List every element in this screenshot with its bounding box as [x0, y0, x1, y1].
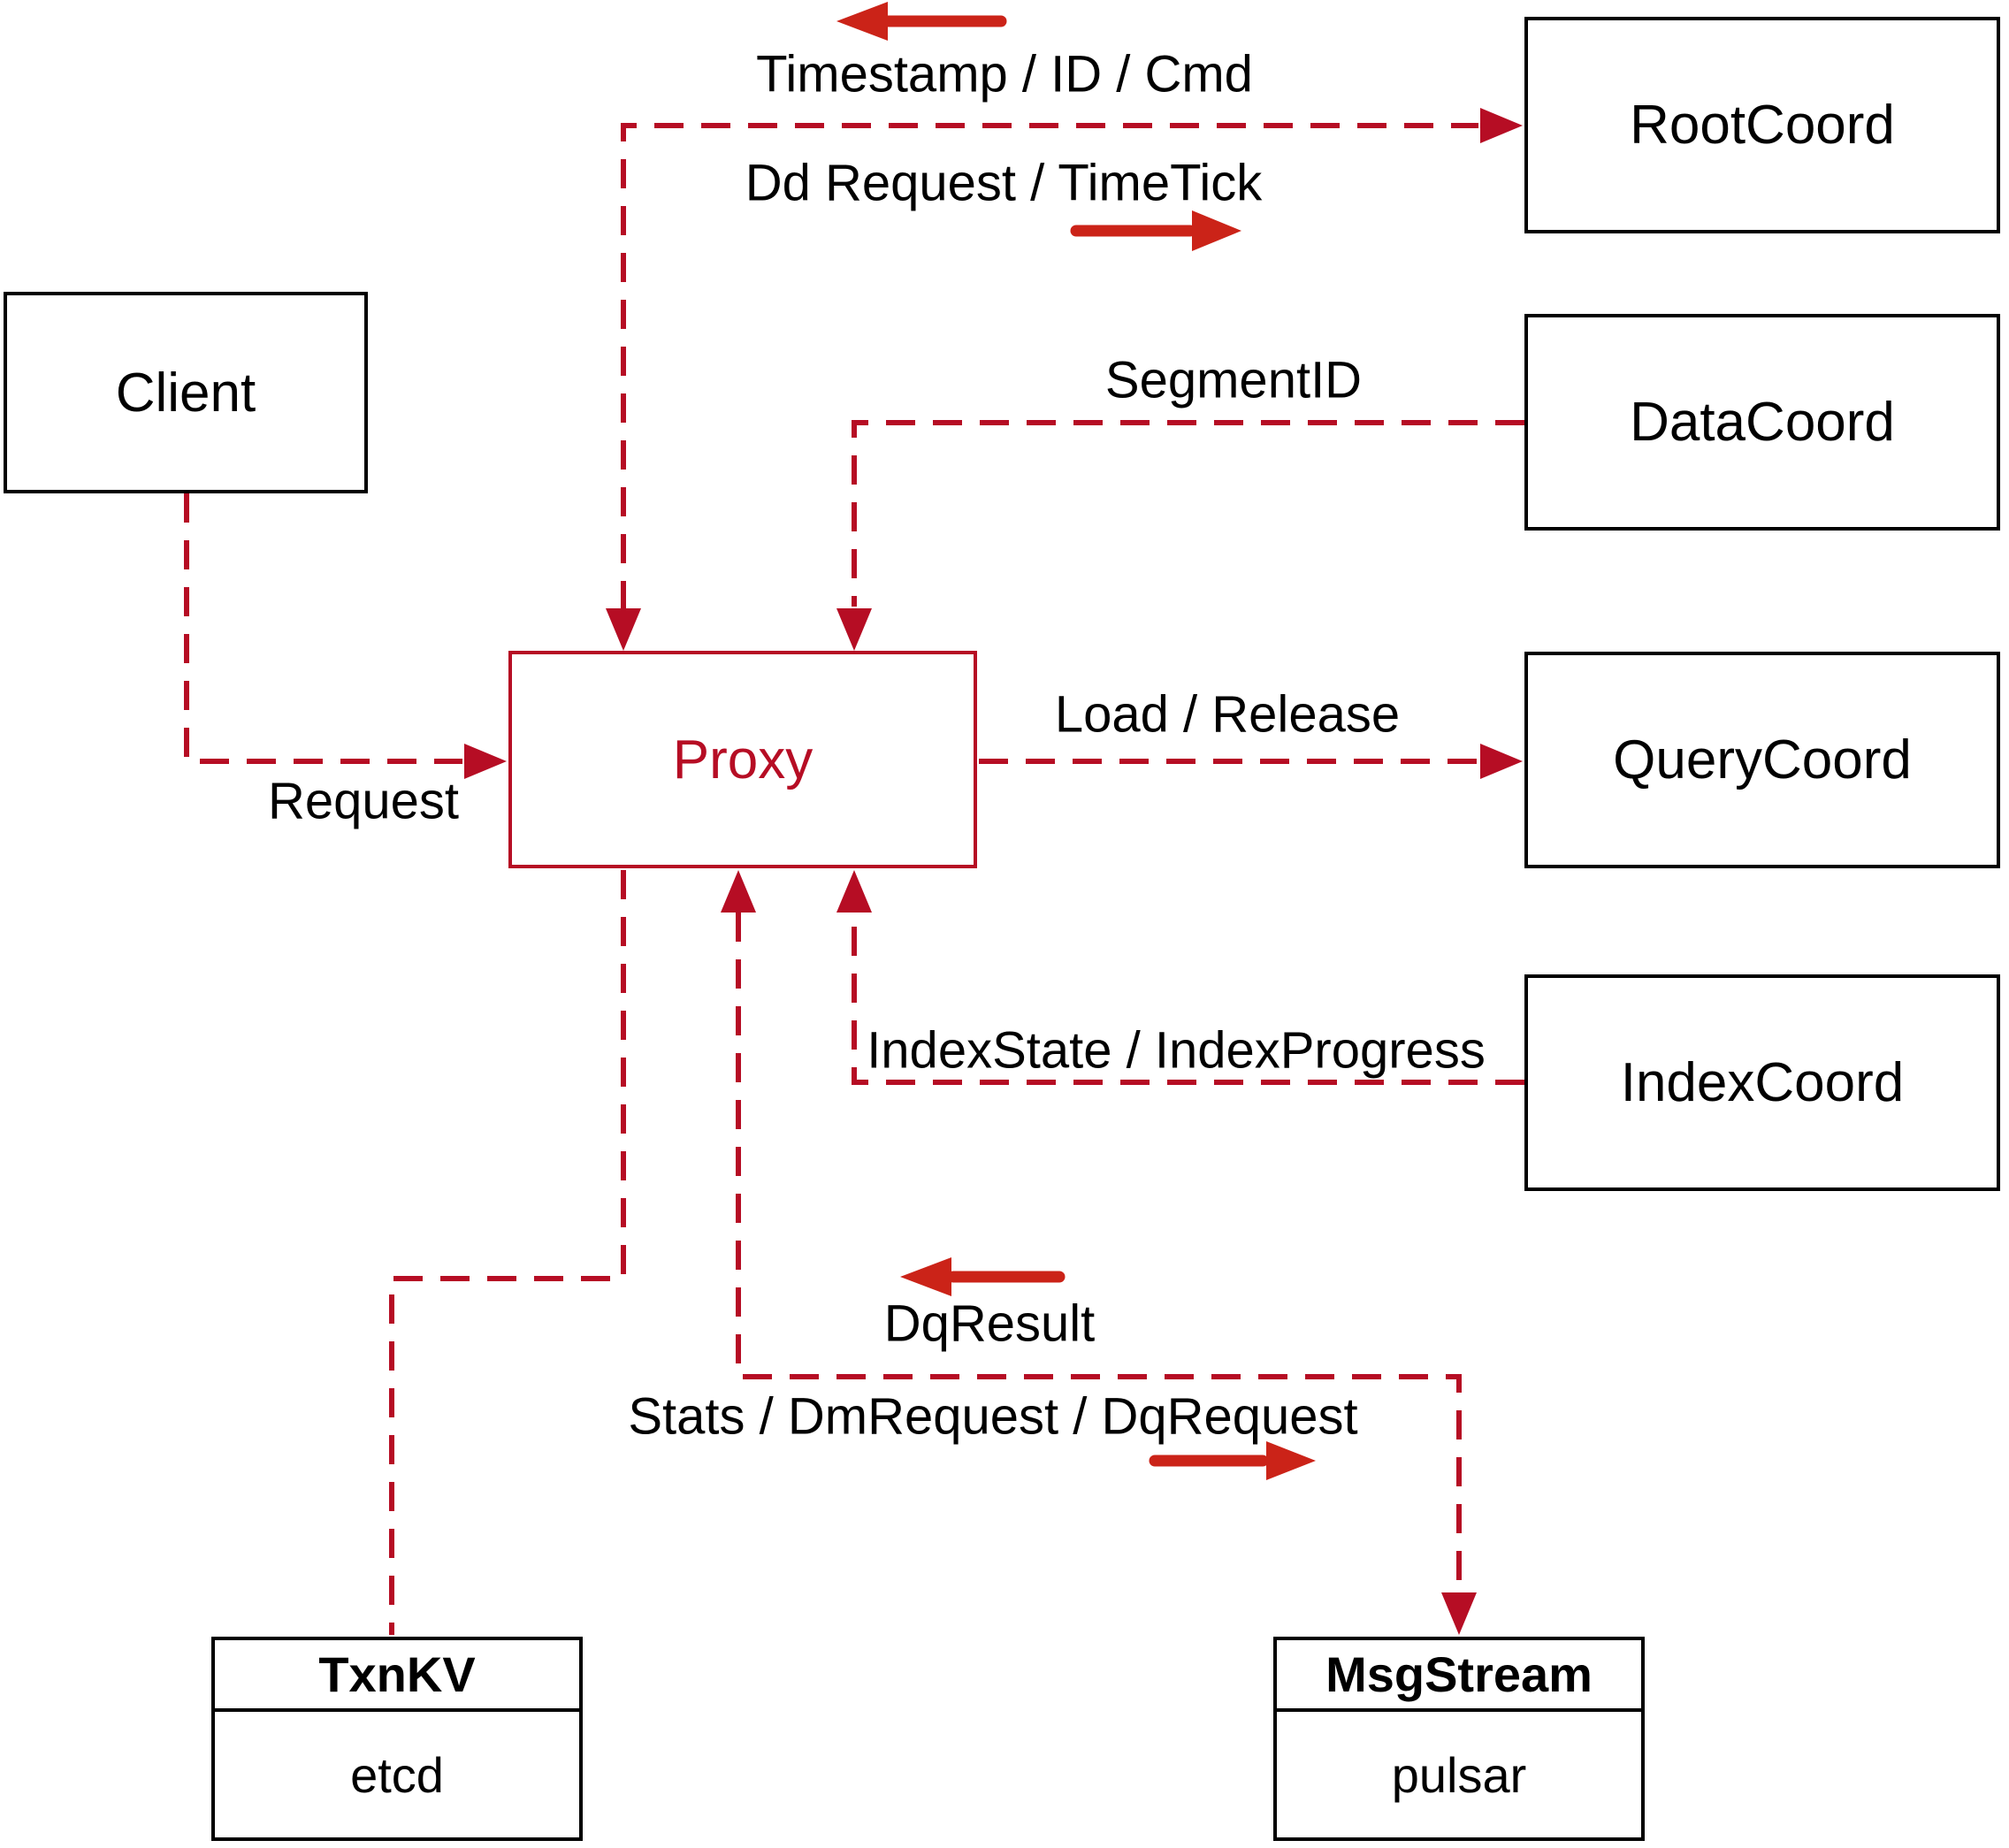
- edge-label-timestamp-id-cmd: Timestamp / ID / Cmd: [756, 45, 1253, 103]
- arrowhead-into-msgstream-icon: [1441, 1592, 1477, 1635]
- edge-datacoord-proxy: [836, 420, 1524, 651]
- node-proxy: Proxy: [508, 651, 977, 868]
- edge-label-load-release: Load / Release: [1054, 685, 1401, 744]
- node-txnkv: TxnKV etcd: [211, 1637, 583, 1841]
- timestamp-direction-left-arrow-icon: [836, 2, 1007, 41]
- edge-proxy-querycoord: [979, 744, 1523, 779]
- edge-label-stats-dm-dq: Stats / DmRequest / DqRequest: [628, 1387, 1358, 1446]
- dq-result-direction-left-arrow-icon: [900, 1257, 1066, 1296]
- node-indexcoord: IndexCoord: [1524, 974, 2000, 1191]
- msgstream-title: MsgStream: [1277, 1640, 1641, 1712]
- stats-direction-right-arrow-icon: [1149, 1441, 1316, 1480]
- arrowhead-into-proxy-bottom-middle-icon: [721, 870, 756, 913]
- msgstream-impl: pulsar: [1391, 1746, 1527, 1803]
- edge-proxy-txnkv: [389, 870, 626, 1635]
- node-client: Client: [4, 292, 368, 493]
- arrowhead-into-proxy-top-left-icon: [606, 608, 641, 651]
- dd-request-direction-right-arrow-icon: [1070, 210, 1241, 251]
- node-datacoord: DataCoord: [1524, 314, 2000, 531]
- node-rootcoord: RootCoord: [1524, 17, 2000, 233]
- edge-label-index-state-progress: IndexState / IndexProgress: [867, 1021, 1486, 1080]
- arrowhead-into-querycoord-icon: [1480, 744, 1523, 779]
- node-querycoord: QueryCoord: [1524, 652, 2000, 868]
- edge-label-dq-result: DqResult: [883, 1294, 1096, 1353]
- arrowhead-into-proxy-top-right-icon: [836, 608, 872, 651]
- edge-proxy-msgstream: [721, 870, 1477, 1635]
- edge-label-request: Request: [267, 772, 460, 830]
- arrowhead-into-proxy-left-icon: [464, 744, 507, 779]
- edge-label-segment-id: SegmentID: [1104, 351, 1363, 409]
- edge-proxy-rootcoord: [606, 108, 1523, 651]
- txnkv-impl: etcd: [350, 1746, 444, 1803]
- edge-label-dd-request-timetick: Dd Request / TimeTick: [745, 154, 1263, 212]
- edge-indexcoord-proxy: [836, 870, 1524, 1085]
- node-msgstream: MsgStream pulsar: [1273, 1637, 1645, 1841]
- arrowhead-into-proxy-bottom-right-icon: [836, 870, 872, 913]
- txnkv-title: TxnKV: [215, 1640, 579, 1712]
- arrowhead-into-rootcoord-icon: [1480, 108, 1523, 143]
- edge-client-proxy: [184, 493, 507, 779]
